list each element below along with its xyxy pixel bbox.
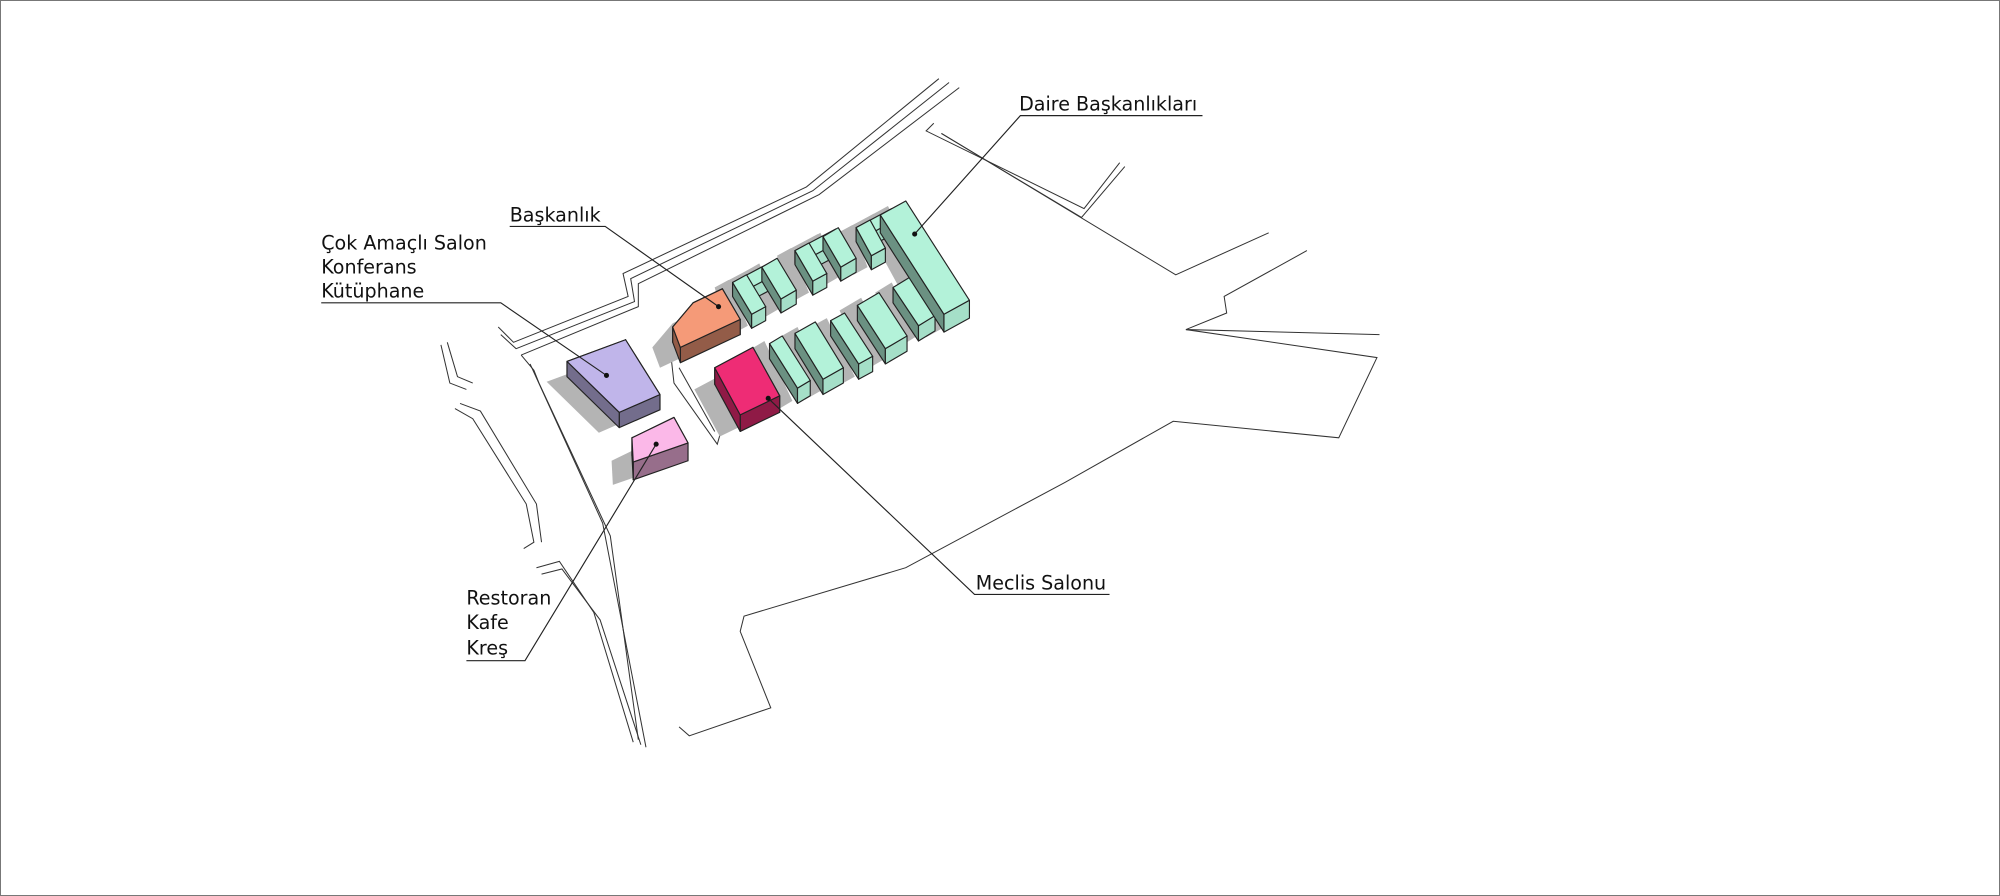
leader-meclis: Meclis Salonu [765,395,1110,596]
label-kres: Kreş [466,636,508,659]
label-restoran: Restoran [466,587,551,610]
leader-cok-amacli: Çok Amaçlı Salon Konferans Kütüphane [321,231,610,378]
label-kafe: Kafe [466,611,508,634]
daire-u2-left-shadow [777,248,809,301]
daire-bar-1-shadow [751,341,793,409]
daire-u1-right-top-face [761,257,797,300]
daire-u1-left-top-face [731,274,767,315]
label-baskanlik: Başkanlık [510,203,601,226]
baskanlik-building-top-face [672,288,741,348]
daire-bar-2-shadow [777,327,826,400]
daire-bar-5-shadow [875,282,918,347]
label-konferans: Konferans [321,256,416,279]
daire-u2-right-top-face [822,227,857,268]
cok-amacli-building-top-face [566,339,661,413]
daire-bar-1-top-face [768,335,811,389]
leader-baskanlik: Başkanlık [509,203,722,310]
leader-restoran: Restoran Kafe Kreş [466,441,659,662]
daire-l-leg-top-face [855,219,886,257]
meclis-building-top-face [714,346,781,416]
label-daire-baskanliklari: Daire Başkanlıkları [1019,93,1197,116]
daire-bar-4-top-face [856,292,908,350]
daire-u2-left-top-face [794,242,828,282]
restoran-building-top-face [631,416,689,463]
road-lines [440,78,1380,748]
daire-l-long-top-face [879,200,971,315]
daire-bar-2-top-face [794,321,844,380]
label-cok-amacli-salon: Çok Amaçlı Salon [321,231,487,254]
daire-l-leg-shadow [838,225,868,275]
buildings [566,200,971,481]
label-kutuphane: Kütüphane [321,280,424,303]
daire-bar-3-top-face [830,312,874,365]
label-meclis-salonu: Meclis Salonu [976,571,1106,594]
leader-daire: Daire Başkanlıkları [912,93,1203,237]
